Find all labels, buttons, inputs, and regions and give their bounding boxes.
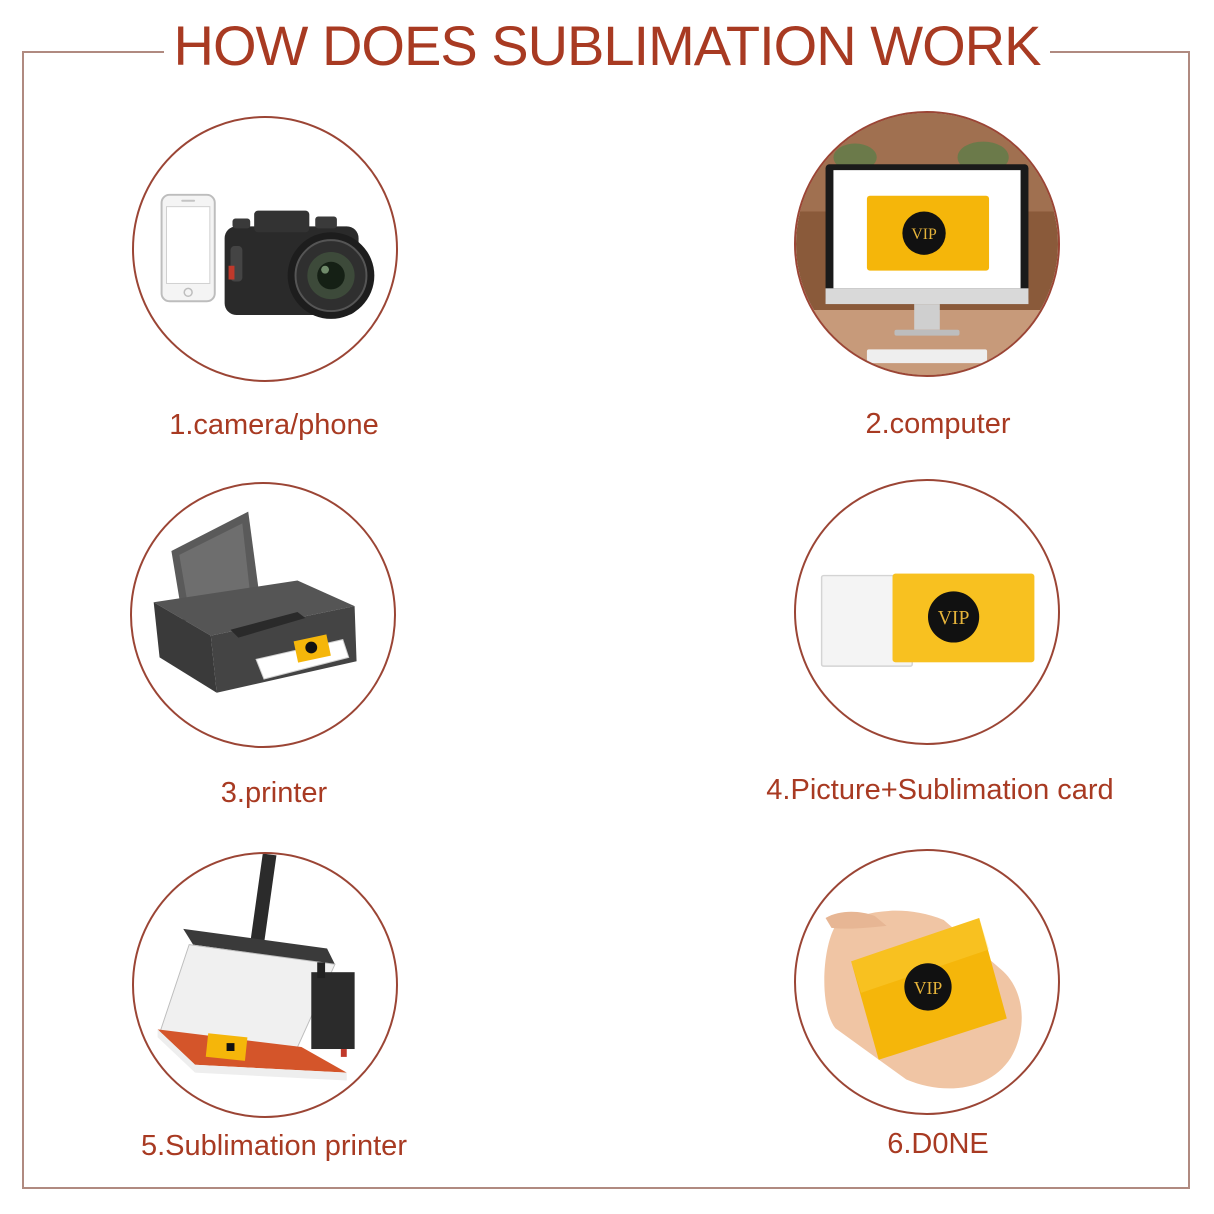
step-3-circle <box>130 482 396 748</box>
step-4-circle: VIP <box>794 479 1060 745</box>
step-3-label: 3.printer <box>220 777 328 809</box>
step-5-circle <box>132 852 398 1118</box>
page-title: HOW DOES SUBLIMATION WORK <box>0 14 1214 77</box>
step-2-label: 2.computer <box>865 408 1011 440</box>
step-6-label: 6.D0NE <box>887 1128 989 1160</box>
step-1-label: 1.camera/phone <box>169 409 379 441</box>
svg-text:VIP: VIP <box>914 978 943 998</box>
step-1-circle <box>132 116 398 382</box>
heat-press-illustration <box>157 854 355 1081</box>
camera-phone-illustration <box>160 193 375 319</box>
step-4-label: 4.Picture+Sublimation card <box>766 774 1114 806</box>
step-5-label: 5.Sublimation printer <box>141 1130 407 1162</box>
printer-illustration <box>153 511 357 693</box>
computer-monitor-illustration: VIP <box>796 113 1058 375</box>
svg-text:VIP: VIP <box>911 226 937 243</box>
hand-holding-card-illustration: VIP <box>824 910 1022 1089</box>
sublimation-cards-illustration: VIP <box>820 573 1035 667</box>
svg-text:VIP: VIP <box>938 607 970 629</box>
step-2-circle: VIP <box>794 111 1060 377</box>
step-6-circle: VIP <box>794 849 1060 1115</box>
